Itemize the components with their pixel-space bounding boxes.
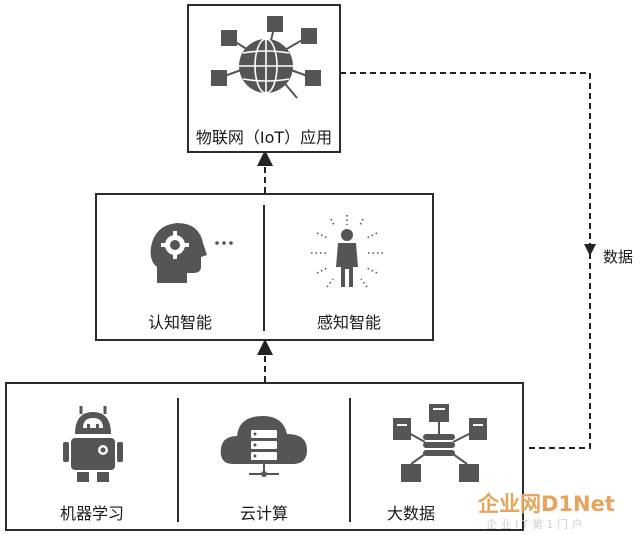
bottom-divider-2 [349, 398, 351, 522]
bottom-divider-1 [177, 398, 179, 522]
big-data-label: 大数据 [386, 504, 435, 523]
iot-application-box: 物联网（IoT）应用 [187, 4, 341, 153]
cognitive-intelligence-label: 认知智能 [147, 313, 212, 332]
watermark-brand: 企业网D1Net [478, 492, 615, 516]
data-network-icon [393, 404, 487, 482]
data-loop-path [340, 72, 591, 449]
foundation-layer-box: 机器学习 云计算 [5, 382, 524, 531]
cloud-computing-label: 云计算 [239, 504, 288, 523]
cloud-server-icon [220, 416, 307, 477]
perceptual-intelligence-label: 感知智能 [316, 313, 381, 332]
data-loop-arrowhead [584, 244, 596, 256]
watermark-tagline: 企 业 I T 第 1 门 户 [486, 518, 583, 531]
person-sensing-icon [311, 215, 383, 288]
data-flow-label: 数据 [603, 248, 634, 266]
globe-network-icon [211, 16, 321, 99]
iot-application-label: 物联网（IoT）应用 [195, 128, 333, 147]
head-gear-icon [150, 223, 233, 283]
intelligence-layer-box: 认知智能 感知智能 [95, 193, 434, 341]
middle-divider [263, 205, 265, 331]
machine-learning-label: 机器学习 [59, 504, 124, 523]
robot-icon [63, 406, 123, 482]
